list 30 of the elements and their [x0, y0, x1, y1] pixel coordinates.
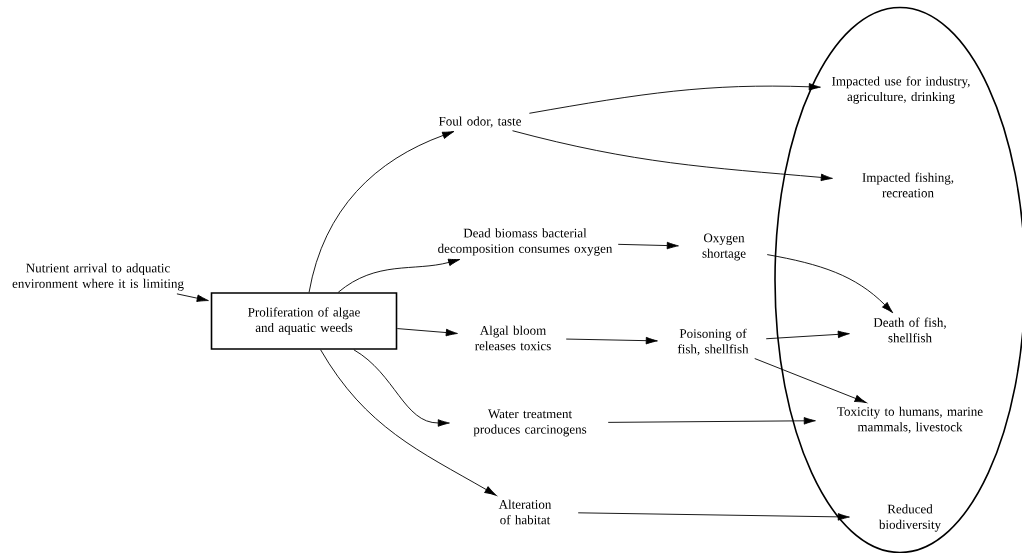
effect-text: Reduced biodiversity: [878, 504, 941, 532]
effect-text: Foul odor, taste: [438, 116, 521, 128]
arrow: [765, 330, 850, 340]
effect-text: Water treatment produces carcinogens: [473, 409, 587, 437]
effect-text: Oxygen shortage: [702, 233, 746, 261]
effect-text: Algal bloom releases toxics: [475, 325, 551, 351]
arrow: [176, 293, 209, 302]
arrow: [528, 83, 821, 114]
arrow: [617, 241, 679, 250]
arrow: [577, 512, 850, 521]
process-box: Proliferation of algae and aquatic weeds: [210, 292, 398, 350]
arrow: [754, 358, 867, 404]
arrow: [766, 254, 894, 314]
arrow: [607, 417, 816, 425]
arrow: [512, 130, 833, 182]
arrow: [337, 258, 461, 293]
effect-text: Death of fish, shellfish: [873, 317, 946, 343]
effect-text: Toxicity to humans, marine mammals, livestock: [837, 406, 983, 434]
arrow: [396, 328, 458, 337]
effect-text: Nutrient arrival to adquatic environment where it is limiting: [12, 263, 184, 291]
effect-text: Alteration of habitat: [498, 499, 552, 525]
effect-text: Poisoning of fish, shellfish: [677, 328, 749, 356]
arrow: [320, 349, 497, 496]
effect-text: Impacted use for industry, agriculture, drinking: [832, 76, 970, 104]
arrow: [353, 349, 450, 427]
effect-text: Impacted fishing, recreation: [862, 172, 954, 198]
arrow: [565, 336, 658, 345]
arrow: [308, 131, 455, 293]
effect-text: Dead biomass bacterial decomposition consumes oxygen: [438, 228, 613, 256]
ellipse-outline: [774, 6, 1022, 553]
